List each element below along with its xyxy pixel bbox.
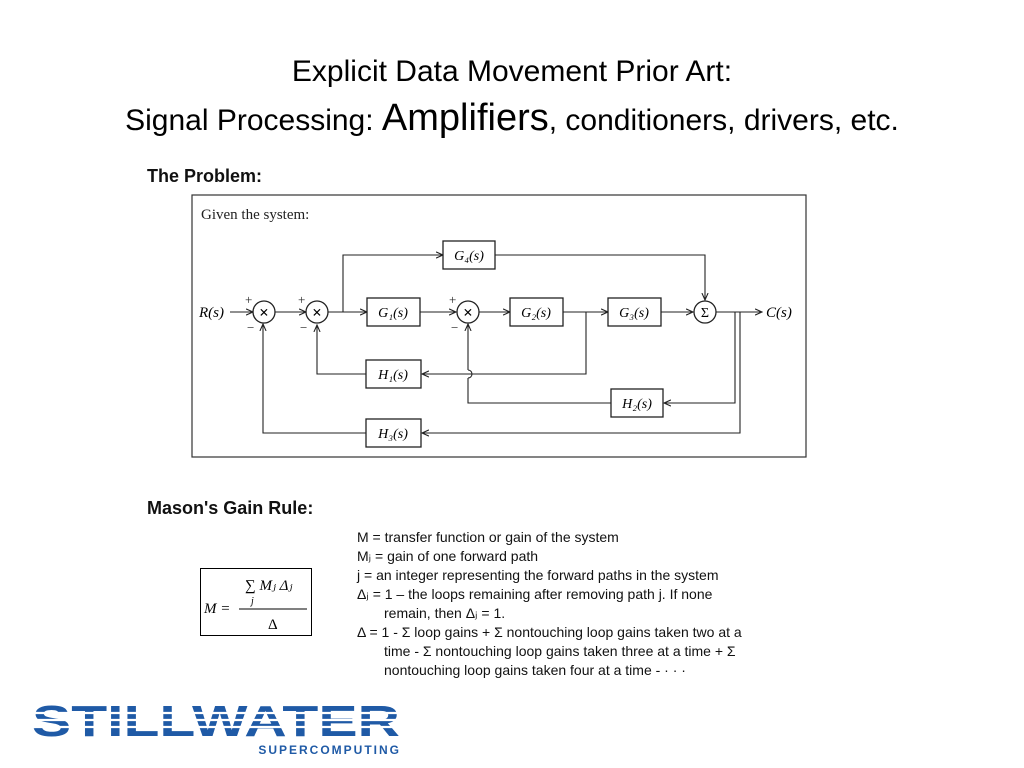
mason-legend: M = transfer function or gain of the sys… bbox=[357, 528, 797, 680]
input-label: R(s) bbox=[198, 305, 224, 321]
diagram-frame bbox=[191, 194, 807, 458]
legend-line-delta-cont1: time - Σ nontouching loop gains taken th… bbox=[384, 643, 736, 659]
formula-denominator: Δ bbox=[268, 617, 278, 633]
legend-line-m: M = transfer function or gain of the sys… bbox=[357, 529, 619, 545]
formula-numerator: ∑ Mⱼ Δⱼ bbox=[245, 578, 292, 594]
formula-index: j bbox=[249, 596, 254, 607]
sign-plus-3: + bbox=[449, 292, 456, 307]
block-diagram: Given the system: × × × bbox=[191, 194, 807, 458]
slide-title-line1: Explicit Data Movement Prior Art: bbox=[291, 55, 733, 88]
formula-lhs: M = bbox=[203, 601, 230, 617]
problem-heading: The Problem: bbox=[147, 166, 263, 186]
mason-formula: M = ∑ Mⱼ Δⱼ j Δ bbox=[200, 568, 312, 636]
output-label: C(s) bbox=[766, 305, 792, 321]
summing-junction-2: × bbox=[305, 300, 329, 324]
svg-text:H₁(s): H₁(s) bbox=[377, 368, 408, 383]
block-g1: G₁(s) bbox=[366, 297, 421, 327]
block-g3: G₃(s) bbox=[607, 297, 662, 327]
legend-line-delta: Δ = 1 - Σ loop gains + Σ nontouching loo… bbox=[357, 624, 742, 640]
sign-minus-2: − bbox=[300, 320, 307, 335]
block-g4: G₄(s) bbox=[442, 240, 496, 270]
svg-text:G₁(s): G₁(s) bbox=[378, 306, 408, 321]
block-h2: H₂(s) bbox=[610, 388, 664, 418]
svg-text:G₂(s): G₂(s) bbox=[521, 306, 551, 321]
logo-wordmark: STILLWATER bbox=[32, 700, 400, 746]
block-h3: H₃(s) bbox=[365, 418, 422, 448]
legend-line-deltaj-cont: remain, then Δⱼ = 1. bbox=[384, 605, 506, 621]
svg-text:×: × bbox=[312, 303, 322, 322]
block-g2: G₂(s) bbox=[509, 297, 564, 327]
title-emphasis: Amplifiers bbox=[381, 97, 549, 139]
svg-text:G₃(s): G₃(s) bbox=[619, 306, 649, 321]
legend-line-mj: Mⱼ = gain of one forward path bbox=[357, 548, 539, 564]
svg-text:×: × bbox=[259, 303, 269, 322]
logo-tagline: SUPERCOMPUTING bbox=[258, 743, 401, 757]
sign-plus-1: + bbox=[245, 292, 252, 307]
title-prefix: Signal Processing: bbox=[125, 104, 382, 137]
title-suffix: , conditioners, drivers, etc. bbox=[548, 104, 899, 137]
stillwater-logo: STILLWATER SUPERCOMPUTING bbox=[30, 700, 405, 757]
summing-junction-1: × bbox=[252, 300, 276, 324]
sign-minus-3: − bbox=[451, 320, 458, 335]
summing-junction-4: Σ bbox=[693, 300, 717, 324]
sign-minus-1: − bbox=[247, 320, 254, 335]
slide-title-line2: Signal Processing: Amplifiers, condition… bbox=[0, 96, 1024, 143]
given-text: Given the system: bbox=[201, 207, 309, 223]
svg-text:H₃(s): H₃(s) bbox=[377, 427, 408, 442]
block-h1: H₁(s) bbox=[365, 359, 422, 389]
svg-text:Σ: Σ bbox=[701, 306, 709, 321]
svg-text:G₄(s): G₄(s) bbox=[454, 249, 484, 264]
legend-line-delta-cont2: nontouching loop gains taken four at a t… bbox=[384, 662, 686, 678]
svg-text:H₂(s): H₂(s) bbox=[621, 397, 652, 412]
mason-heading: Mason's Gain Rule: bbox=[147, 498, 314, 518]
legend-line-deltaj: Δⱼ = 1 – the loops remaining after remov… bbox=[357, 586, 713, 602]
summing-junction-3: × bbox=[456, 300, 480, 324]
svg-text:×: × bbox=[463, 303, 473, 322]
sign-plus-2: + bbox=[298, 292, 305, 307]
legend-line-j: j = an integer representing the forward … bbox=[357, 567, 719, 583]
